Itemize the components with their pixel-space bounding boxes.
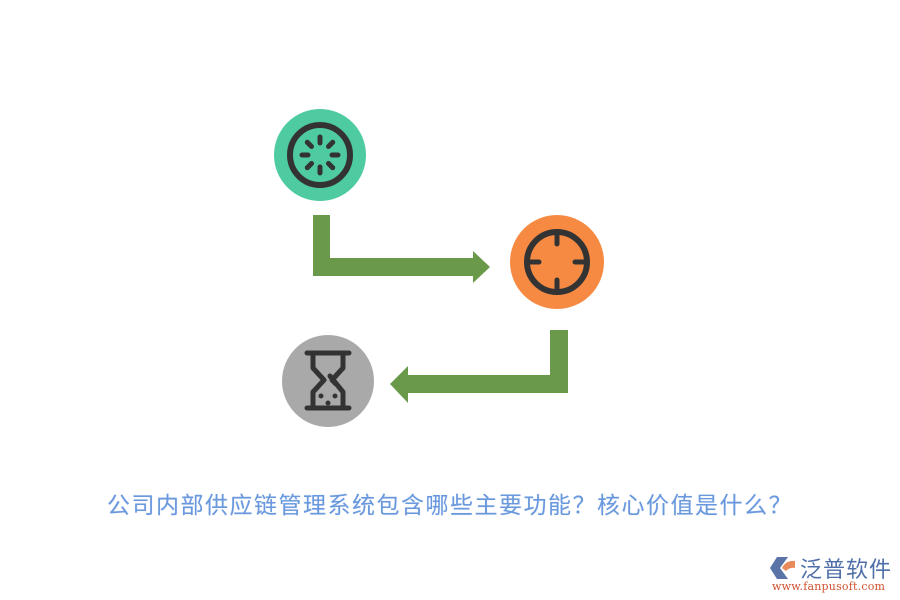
- hourglass-icon: [304, 350, 352, 411]
- arrow-target-to-end: [390, 330, 568, 403]
- logo-name: 泛普软件: [800, 558, 893, 583]
- loading-spinner-icon: [287, 122, 353, 188]
- page-title: 公司内部供应链管理系统包含哪些主要功能？核心价值是什么？: [107, 493, 793, 519]
- arrow-start-to-target: [313, 215, 490, 283]
- fanpu-logo-icon: [770, 557, 795, 579]
- crosshair-target-icon: [524, 229, 590, 295]
- end-node: [282, 335, 374, 427]
- brand-logo[interactable]: 泛普软件 www.fanpusoft.com: [768, 552, 896, 596]
- start-node: [274, 109, 366, 201]
- target-node: [510, 215, 604, 309]
- logo-url: www.fanpusoft.com: [772, 580, 886, 593]
